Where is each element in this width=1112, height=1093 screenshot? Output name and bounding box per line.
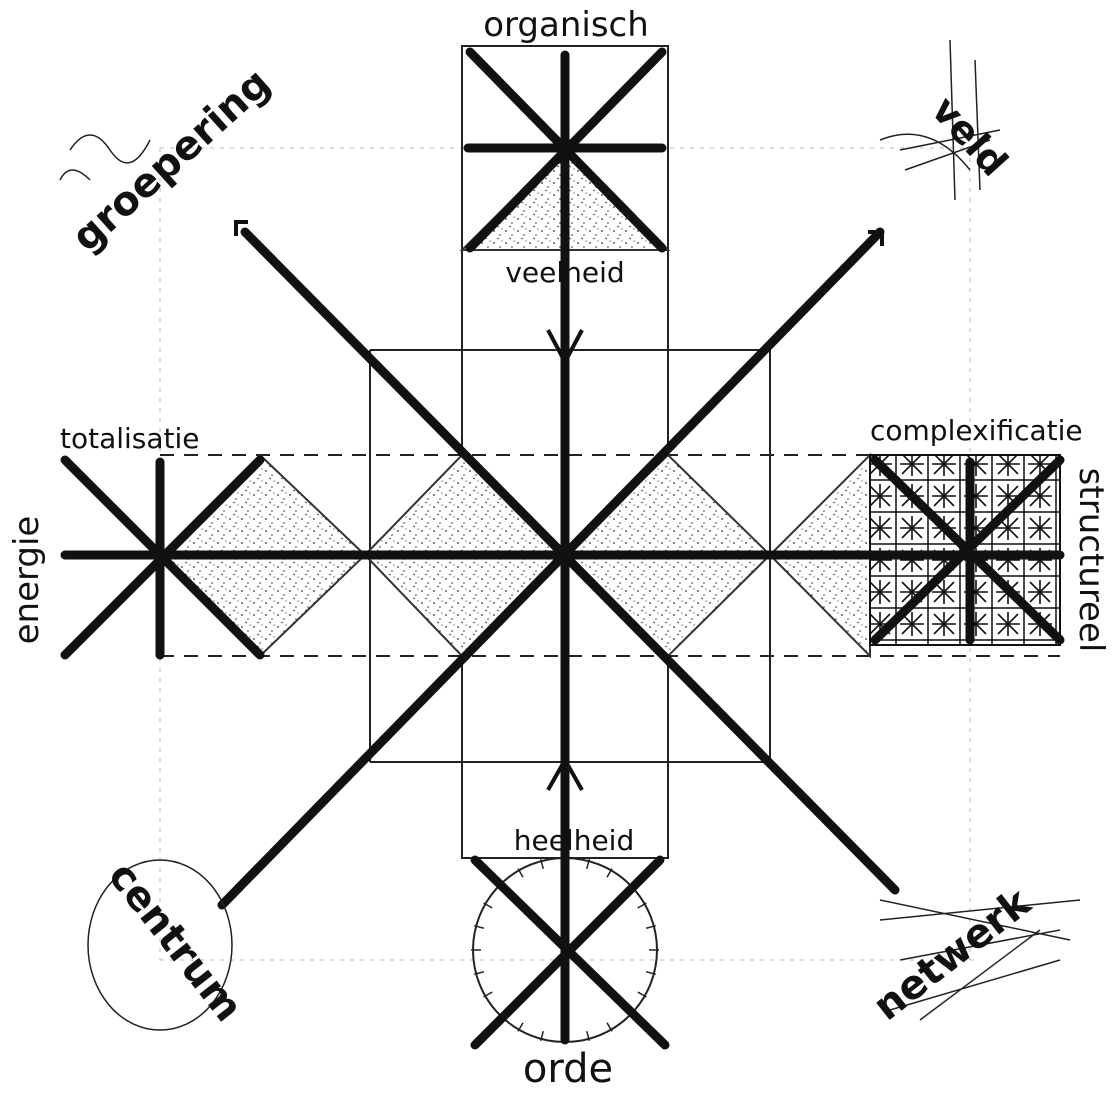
label-centrum: centrum xyxy=(99,854,251,1031)
label-complexificatie: complexificatie xyxy=(870,414,1083,447)
label-netwerk: netwerk xyxy=(865,879,1040,1030)
label-totalisatie: totalisatie xyxy=(60,422,200,455)
label-energie: energie xyxy=(7,516,47,645)
axis-arrows xyxy=(236,222,882,790)
label-structureel: structureel xyxy=(1071,468,1111,653)
label-veelheid: veelheid xyxy=(505,256,624,289)
label-heelheid: heelheid xyxy=(514,824,635,857)
label-organisch: organisch xyxy=(483,5,649,45)
label-orde: orde xyxy=(523,1046,613,1092)
stippled-shapes xyxy=(160,148,870,656)
